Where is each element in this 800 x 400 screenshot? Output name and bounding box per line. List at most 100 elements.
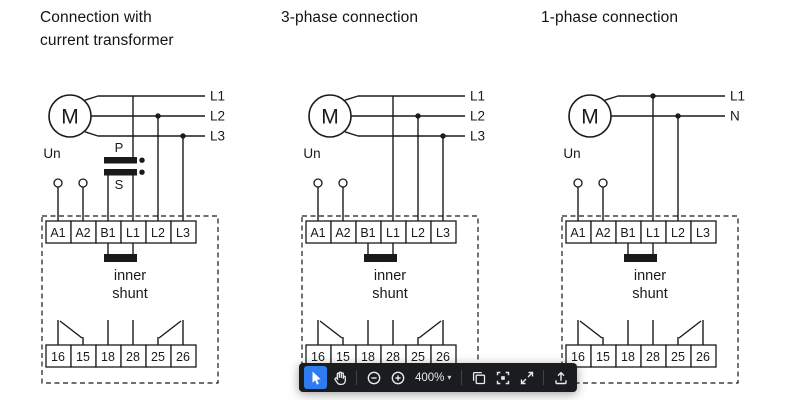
fullscreen-button[interactable] bbox=[515, 366, 538, 389]
relay-contact-blade bbox=[678, 320, 702, 339]
copy-button[interactable] bbox=[467, 366, 490, 389]
terminal-label: L1 bbox=[386, 226, 400, 240]
phase-label: L2 bbox=[470, 109, 485, 124]
pan-tool-icon bbox=[332, 370, 348, 386]
terminal-label: 15 bbox=[596, 350, 610, 364]
diagram-title-current-transformer: Connection with current transformer bbox=[40, 6, 174, 52]
title-line: 3-phase connection bbox=[281, 9, 419, 26]
export-button[interactable] bbox=[549, 366, 572, 389]
zoom-out-icon bbox=[366, 370, 382, 386]
terminal-label: L3 bbox=[176, 226, 190, 240]
relay-contact-blade bbox=[418, 320, 442, 339]
terminal-cell bbox=[690, 344, 717, 368]
relay-contact-blade bbox=[579, 320, 603, 339]
terminal-label: A1 bbox=[310, 226, 325, 240]
toolbar-separator bbox=[461, 370, 463, 385]
junction-dot bbox=[675, 113, 681, 119]
terminal-label: L3 bbox=[436, 226, 450, 240]
title-line: 1-phase connection bbox=[541, 9, 679, 26]
terminal-label: 18 bbox=[361, 350, 375, 364]
phase-label: L1 bbox=[470, 89, 485, 104]
shunt-bar bbox=[364, 254, 397, 262]
title-line: current transformer bbox=[40, 32, 174, 49]
ct-secondary-label: S bbox=[115, 177, 124, 192]
zoom-out-button[interactable] bbox=[362, 366, 385, 389]
terminal-label: A2 bbox=[595, 226, 610, 240]
terminal-cell bbox=[690, 220, 717, 244]
terminal-label: 26 bbox=[436, 350, 450, 364]
ct-secondary-winding bbox=[104, 169, 137, 176]
junction-dot bbox=[155, 113, 161, 119]
zoom-to-fit-button[interactable] bbox=[491, 366, 514, 389]
diagram-title-three-phase: 3-phase connection bbox=[281, 6, 418, 29]
junction-dot bbox=[415, 113, 421, 119]
select-tool-button[interactable] bbox=[304, 366, 327, 389]
junction-dot bbox=[440, 133, 446, 139]
terminal-label: 16 bbox=[311, 350, 325, 364]
supply-terminal bbox=[78, 178, 88, 188]
terminal-label: B1 bbox=[620, 226, 635, 240]
motor-label: M bbox=[581, 106, 599, 129]
terminal-label: 25 bbox=[151, 350, 165, 364]
supply-terminal bbox=[338, 178, 348, 188]
terminal-label: 28 bbox=[126, 350, 140, 364]
shunt-label: inner bbox=[634, 268, 666, 284]
phase-label: L1 bbox=[210, 89, 225, 104]
terminal-label: A2 bbox=[75, 226, 90, 240]
shunt-bar bbox=[104, 254, 137, 262]
phase-label: N bbox=[730, 109, 740, 124]
relay-contact-blade bbox=[59, 320, 83, 339]
terminal-label: 26 bbox=[696, 350, 710, 364]
zoom-level-dropdown[interactable]: 400%▾ bbox=[410, 366, 456, 389]
terminal-label: 15 bbox=[76, 350, 90, 364]
device-outline bbox=[41, 215, 219, 384]
wire bbox=[84, 95, 99, 101]
terminal-label: 28 bbox=[386, 350, 400, 364]
toolbar-separator bbox=[543, 370, 545, 385]
toolbar-separator bbox=[356, 370, 357, 385]
terminal-label: B1 bbox=[360, 226, 375, 240]
terminal-label: B1 bbox=[100, 226, 115, 240]
phase-label: L2 bbox=[210, 109, 225, 124]
device-outline bbox=[561, 215, 739, 384]
phase-label: L3 bbox=[210, 129, 225, 144]
terminal-label: L1 bbox=[126, 226, 140, 240]
terminal-cell bbox=[170, 220, 197, 244]
ct-primary-label: P bbox=[115, 140, 124, 155]
terminal-label: A1 bbox=[570, 226, 585, 240]
junction-dot bbox=[650, 93, 656, 99]
zoom-in-button[interactable] bbox=[386, 366, 409, 389]
zoom-to-fit-icon bbox=[495, 370, 511, 386]
terminal-label: 16 bbox=[571, 350, 585, 364]
pan-tool-button[interactable] bbox=[328, 366, 351, 389]
wire bbox=[84, 131, 99, 137]
terminal-label: 16 bbox=[51, 350, 65, 364]
supply-voltage-label: Un bbox=[563, 146, 580, 161]
terminal-label: 25 bbox=[411, 350, 425, 364]
shunt-label: shunt bbox=[112, 286, 147, 302]
terminal-label: 18 bbox=[621, 350, 635, 364]
terminal-label: A2 bbox=[335, 226, 350, 240]
terminal-label: 18 bbox=[101, 350, 115, 364]
title-line: Connection with bbox=[40, 9, 152, 26]
ct-polarity-dot bbox=[139, 157, 145, 163]
supply-terminal bbox=[313, 178, 323, 188]
select-tool-icon bbox=[308, 370, 324, 386]
viewer-toolbar: 400%▾ bbox=[299, 363, 578, 392]
wire bbox=[344, 131, 359, 137]
shunt-label: inner bbox=[114, 268, 146, 284]
device-outline bbox=[301, 215, 479, 384]
relay-contact-blade bbox=[158, 320, 182, 339]
ct-polarity-dot bbox=[139, 169, 145, 175]
fullscreen-icon bbox=[519, 370, 535, 386]
phase-label: L1 bbox=[730, 89, 745, 104]
zoom-level-value: 400% bbox=[415, 371, 445, 384]
wire bbox=[604, 95, 619, 101]
shunt-label: shunt bbox=[372, 286, 407, 302]
terminal-label: 26 bbox=[176, 350, 190, 364]
supply-voltage-label: Un bbox=[303, 146, 320, 161]
terminal-cell bbox=[170, 344, 197, 368]
